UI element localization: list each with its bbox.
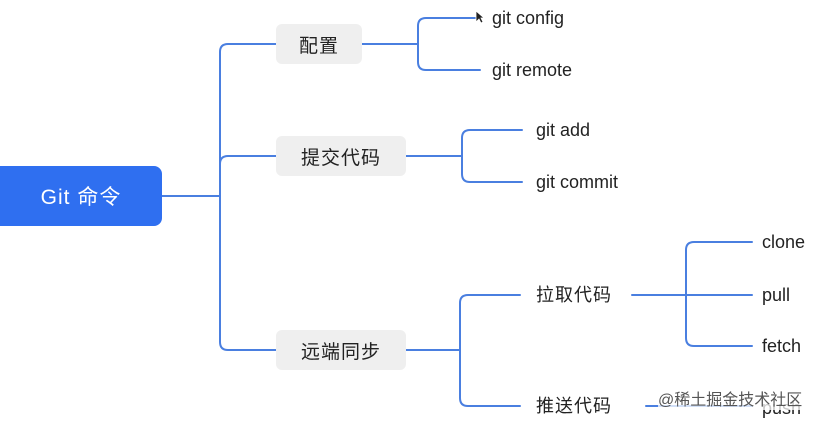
connector-commit-gitadd [461, 129, 523, 157]
connector-sync-push [459, 349, 521, 407]
leaf-git-add: git add [536, 120, 591, 140]
leaf-git-commit: git commit [536, 172, 619, 192]
node-pull-code: 拉取代码 [536, 285, 612, 305]
node-config-label: 配置 [298, 35, 339, 57]
watermark: @稀土掘金技术社区 [658, 386, 803, 410]
connector-root-sync [219, 195, 277, 351]
node-commit: 提交代码 [276, 136, 406, 176]
mouse-cursor-icon [475, 10, 485, 24]
connector-config-gitremote [417, 43, 481, 71]
connector-pull-clone [685, 241, 753, 296]
leaf-git-remote: git remote [492, 60, 573, 80]
leaf-fetch: fetch [762, 336, 802, 356]
leaf-clone: clone [762, 232, 806, 252]
connector-pull-fetch [685, 294, 753, 347]
connector-root-commit [219, 155, 277, 197]
connector-sync-pull [459, 294, 521, 351]
connector-commit-gitcommit [461, 155, 523, 183]
leaf-pull: pull [762, 285, 791, 305]
node-config: 配置 [276, 24, 362, 64]
root-label: Git 命令 [40, 186, 122, 209]
leaf-git-config: git config [492, 8, 565, 28]
node-push-code: 推送代码 [536, 396, 612, 416]
connector-config-gitconfig [417, 17, 481, 45]
node-sync: 远端同步 [276, 330, 406, 370]
node-sync-label: 远端同步 [300, 341, 381, 363]
connector-root-config [219, 43, 277, 197]
node-commit-label: 提交代码 [300, 147, 381, 169]
root-node: Git 命令 [0, 166, 162, 226]
